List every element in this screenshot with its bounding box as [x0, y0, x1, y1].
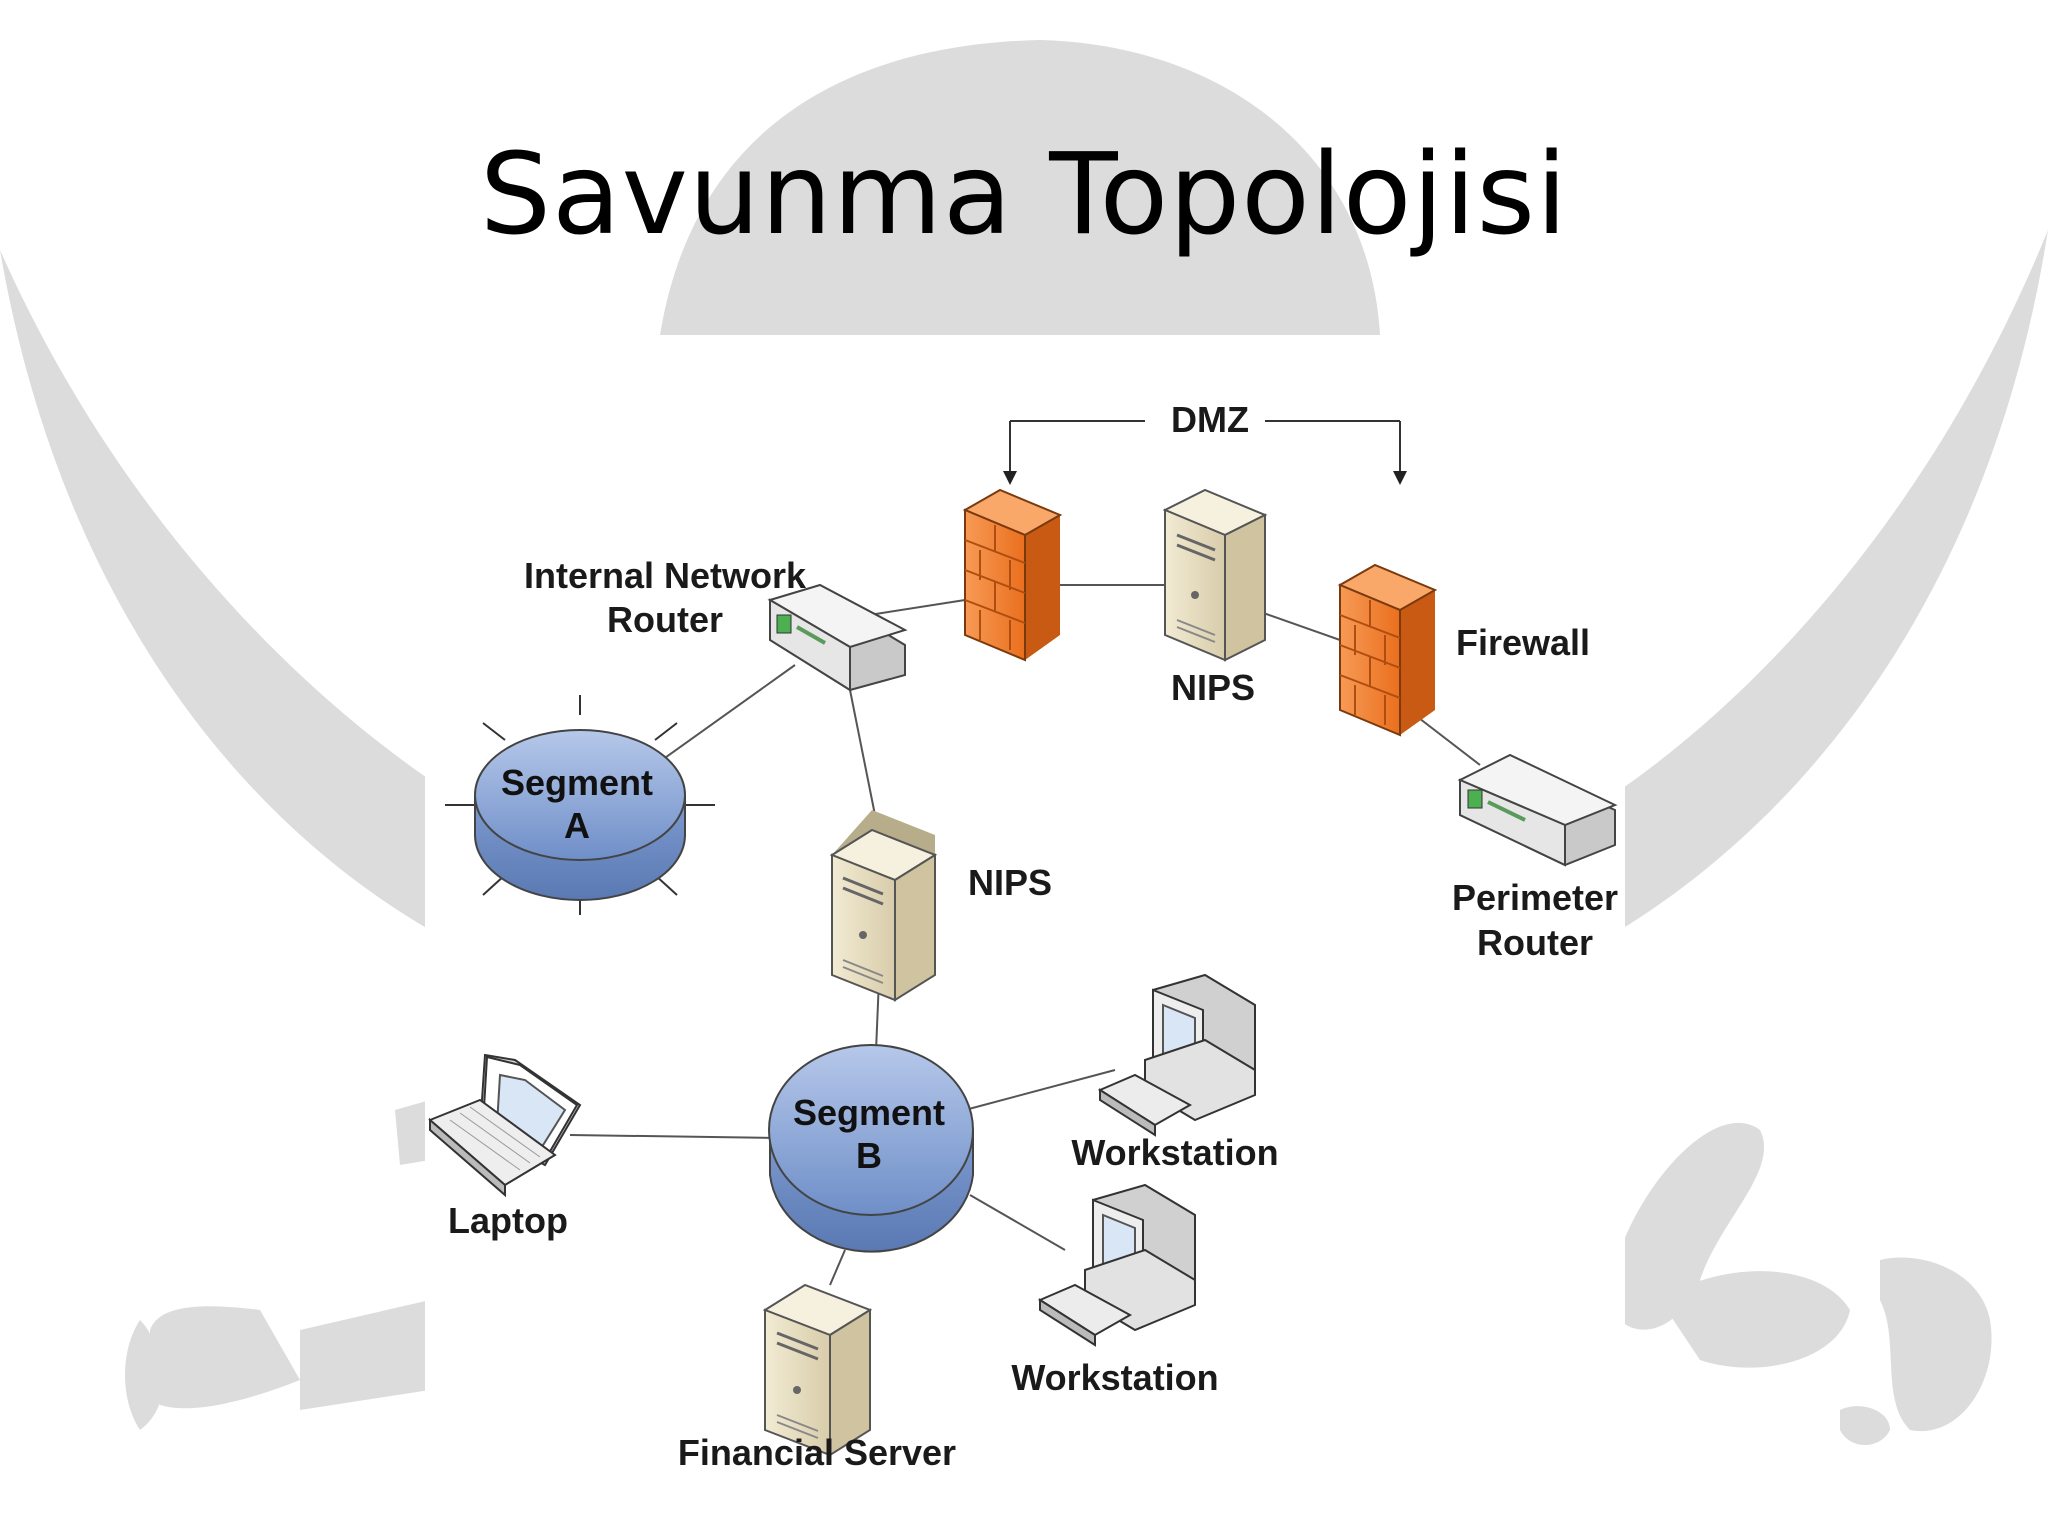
- segment-a-icon: [445, 695, 715, 915]
- workstation-2-label: Workstation: [1011, 1357, 1218, 1398]
- segment-b-label-2: B: [856, 1135, 882, 1176]
- financial-server-icon: [762, 1283, 873, 1457]
- segment-b-icon: [768, 1044, 974, 1253]
- workstation-1-icon: [1097, 973, 1256, 1137]
- financial-server-label: Financial Server: [678, 1432, 956, 1473]
- segment-a-label-1: Segment: [501, 762, 653, 803]
- workstation-1-label: Workstation: [1071, 1132, 1278, 1173]
- perimeter-router-label-2: Router: [1477, 922, 1593, 963]
- network-diagram: DMZ In: [425, 335, 1625, 1535]
- internal-router-icon: [767, 583, 908, 692]
- firewall-label: Firewall: [1456, 622, 1590, 663]
- diagram-canvas: DMZ In: [428, 399, 1618, 1473]
- laptop-icon: [428, 1053, 582, 1198]
- workstation-2-icon: [1037, 1183, 1196, 1347]
- perimeter-router-label-1: Perimeter: [1452, 877, 1618, 918]
- dmz-nips-server-icon: [1162, 488, 1268, 662]
- perimeter-router-icon: [1457, 753, 1618, 867]
- dmz-nips-label: NIPS: [1171, 667, 1255, 708]
- laptop-label: Laptop: [448, 1200, 568, 1241]
- firewall-icon: [1337, 563, 1438, 737]
- internal-router-label-2: Router: [607, 599, 723, 640]
- dmz-firewall-1-icon: [962, 488, 1063, 662]
- slide-title: Savunma Topolojisi: [479, 130, 1569, 260]
- segment-b-label-1: Segment: [793, 1092, 945, 1133]
- internal-nips-label: NIPS: [968, 862, 1052, 903]
- segment-a-label-2: A: [564, 805, 590, 846]
- dmz-bracket: [1003, 420, 1407, 485]
- dmz-label: DMZ: [1171, 399, 1249, 440]
- internal-router-label-1: Internal Network: [524, 555, 807, 596]
- internal-nips-server-icon: [829, 810, 938, 1002]
